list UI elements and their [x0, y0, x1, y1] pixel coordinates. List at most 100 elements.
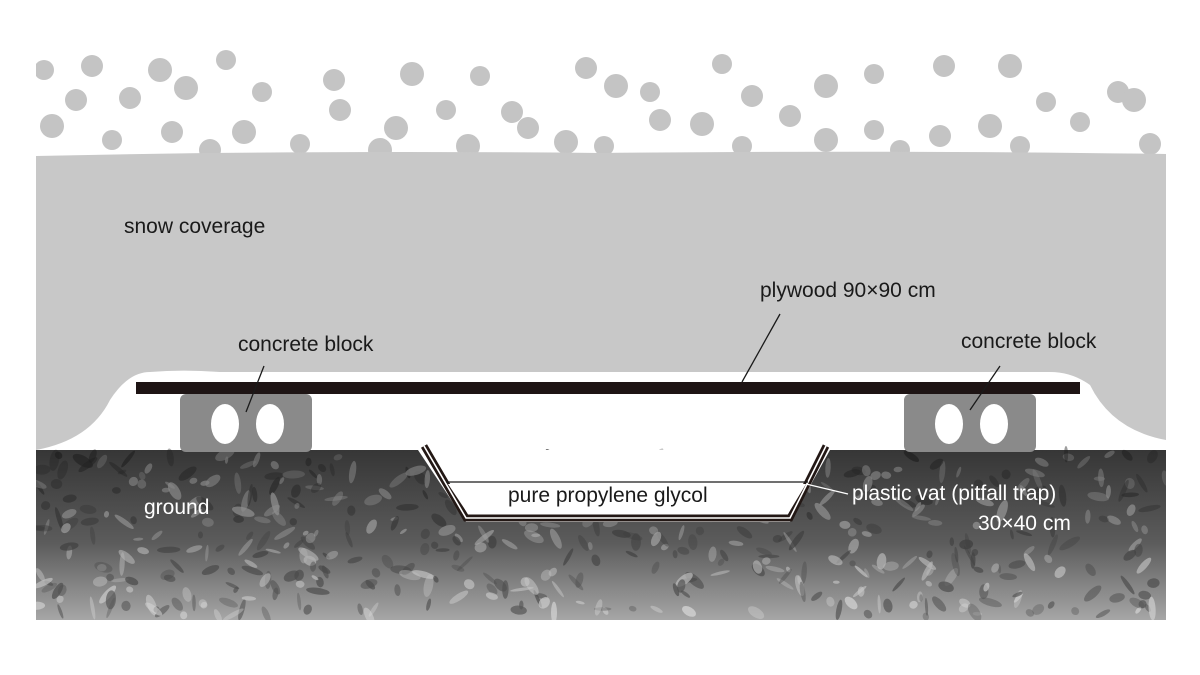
ground-speck	[36, 479, 47, 489]
ground-speck	[1023, 546, 1035, 556]
ground-speck	[371, 568, 381, 578]
ground-speck	[252, 452, 261, 468]
ground-speck	[322, 552, 330, 559]
snowflake	[978, 114, 1002, 138]
ground-speck	[1136, 473, 1148, 493]
ground-speck	[345, 532, 353, 548]
ground-speck	[420, 528, 430, 540]
ground-speck	[106, 573, 114, 582]
ground-speck	[36, 480, 45, 495]
ground-speck	[272, 511, 286, 526]
ground-speck	[390, 516, 399, 531]
ground-speck	[202, 517, 214, 527]
ground-speck	[390, 565, 412, 574]
ground-speck	[938, 581, 954, 593]
ground-speck	[180, 611, 188, 620]
ground-speck	[863, 609, 873, 619]
ground-speck	[861, 465, 871, 477]
ground-speck	[1147, 449, 1158, 464]
ground-speck	[1047, 534, 1058, 556]
ground-speck	[332, 491, 344, 506]
snowflake	[604, 74, 628, 98]
ground-speck	[964, 533, 971, 554]
ground-speck	[412, 570, 435, 579]
snowflake	[1070, 112, 1090, 132]
ground-speck	[876, 553, 887, 570]
ground-speck	[36, 577, 53, 589]
snowflake	[174, 76, 198, 100]
ground-speck	[189, 477, 198, 484]
ground-speck	[1034, 457, 1049, 467]
ground-speck	[587, 542, 593, 550]
label-vat-size: 30×40 cm	[978, 512, 1071, 535]
ground-speck	[785, 566, 791, 573]
ground-speck	[112, 487, 121, 494]
snowflake	[814, 74, 838, 98]
ground-speck	[144, 463, 153, 474]
snowflake	[864, 64, 884, 84]
ground-speck	[444, 499, 457, 516]
ground-speck	[924, 597, 929, 616]
ground-speck	[274, 526, 296, 540]
ground-speck	[1129, 597, 1145, 609]
snowflake	[65, 89, 87, 111]
ground-speck	[989, 475, 1000, 488]
ground-speck	[138, 471, 146, 480]
ground-speck	[855, 495, 862, 501]
snowflake	[329, 99, 351, 121]
ground-speck	[651, 561, 660, 574]
ground-speck	[1008, 560, 1026, 569]
ground-speck	[1138, 590, 1152, 600]
ground-speck	[677, 579, 686, 593]
leader-vat	[805, 483, 849, 495]
ground-speck	[916, 591, 923, 603]
ground-speck	[1136, 557, 1152, 574]
ground-speck	[1010, 529, 1014, 540]
ground-speck	[151, 530, 163, 541]
ground-speck	[772, 534, 783, 543]
ground-speck	[94, 561, 113, 573]
ground-speck	[594, 607, 612, 611]
ground-speck	[238, 598, 246, 620]
ground-speck	[126, 586, 134, 593]
ground-speck	[287, 497, 306, 508]
ground-speck	[1016, 477, 1030, 492]
ground-speck	[575, 572, 584, 588]
ground-speck	[649, 526, 659, 535]
ground-speck	[563, 548, 574, 566]
ground-speck	[672, 583, 680, 597]
ground-speck	[294, 502, 300, 509]
ground-speck	[717, 558, 725, 566]
ground-speck	[192, 594, 196, 612]
ground-speck	[672, 550, 678, 559]
ground-speck	[49, 449, 60, 471]
ground-speck	[788, 530, 805, 551]
ground-speck	[130, 516, 137, 525]
ground-speck	[36, 601, 46, 610]
ground-speck	[234, 472, 242, 494]
ground-speck	[502, 580, 509, 599]
snowflake	[470, 66, 490, 86]
ground-speck	[591, 554, 601, 567]
ground-speck	[125, 576, 139, 586]
ground-speck	[36, 524, 53, 532]
ground-speck	[756, 547, 772, 556]
ground-speck	[1077, 455, 1091, 469]
ground-speck	[121, 600, 131, 611]
plywood-board	[136, 382, 1080, 394]
ground-speck	[594, 599, 603, 616]
label-ground: ground	[144, 496, 209, 519]
snowflake	[517, 117, 539, 139]
ground-speck	[972, 611, 982, 616]
ground-speck	[862, 475, 873, 493]
ground-speck	[59, 542, 79, 551]
ground-speck	[848, 538, 859, 554]
ground-speck	[926, 550, 933, 559]
ground-speck	[438, 524, 456, 536]
ground-speck	[422, 490, 429, 500]
ground-speck	[389, 472, 408, 488]
ground-speck	[951, 552, 960, 577]
ground-speck	[170, 559, 184, 573]
ground-speck	[1016, 530, 1033, 537]
ground-speck	[978, 597, 1002, 608]
